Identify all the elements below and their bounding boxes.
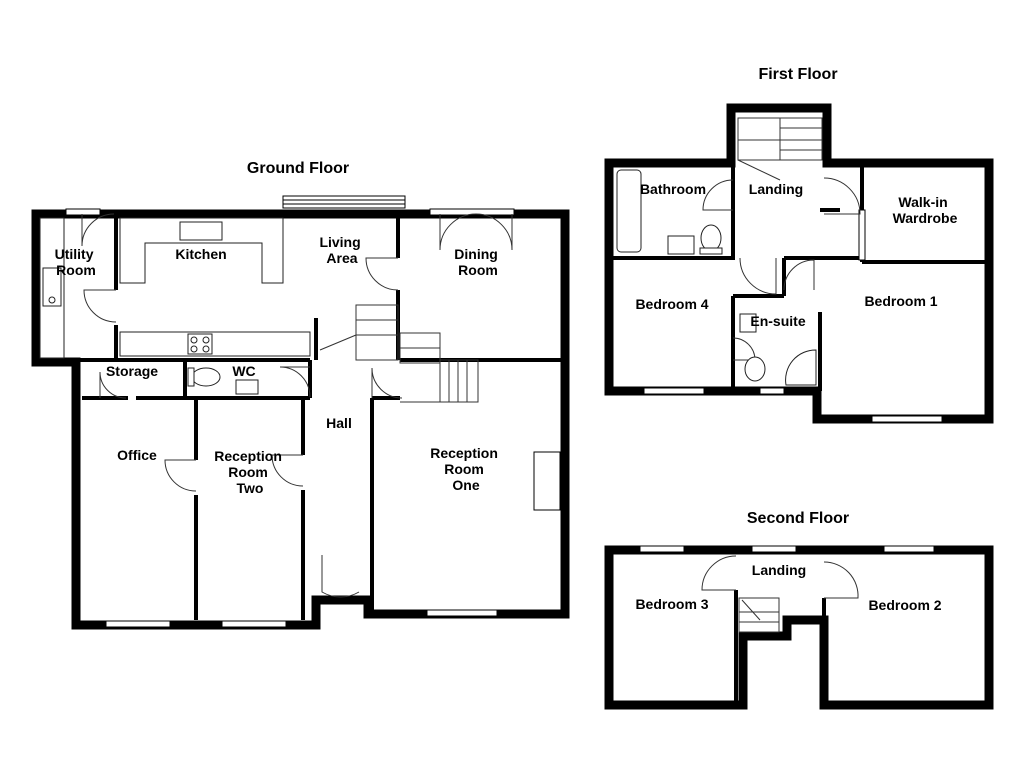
- ground-floor-windows: [65, 195, 561, 628]
- second-floor-plan: Second Floor Landing Bedroom 3: [604, 510, 994, 710]
- first-floor-title: First Floor: [758, 66, 837, 83]
- kitchen-worktop: [119, 217, 284, 284]
- utility-sink-icon: [42, 267, 62, 307]
- kitchen-label: Kitchen: [175, 246, 226, 262]
- ground-floor-stairs: [319, 304, 479, 403]
- walk-in-wardrobe-label: Walk-in Wardrobe: [893, 194, 958, 226]
- ground-floor-title: Ground Floor: [247, 160, 349, 177]
- wc-toilet-icon: [191, 367, 221, 387]
- wc-label: WC: [232, 363, 255, 379]
- bathroom-toilet-icon: [700, 224, 722, 252]
- second-floor-outer-wall: [604, 545, 994, 710]
- bedroom-1-label: Bedroom 1: [864, 293, 937, 309]
- first-floor-room-labels: Bathroom Landing Walk-in Wardrobe Bedroo…: [635, 181, 957, 329]
- shower-icon: [785, 349, 817, 386]
- second-landing-label: Landing: [752, 562, 806, 578]
- ground-floor-plan: Ground Floor: [31, 160, 570, 630]
- office-label: Office: [117, 447, 157, 463]
- ground-floor-doors: [81, 213, 513, 598]
- first-floor-fixtures: [616, 169, 817, 386]
- reception-room-one-label: Reception Room One: [430, 445, 502, 493]
- bathtub-icon: [616, 169, 642, 253]
- second-floor-doors: [701, 555, 859, 599]
- bathroom-label: Bathroom: [640, 181, 706, 197]
- first-floor-plan: First Floor: [604, 66, 994, 424]
- second-floor-title: Second Floor: [747, 510, 849, 527]
- ensuite-toilet-icon: [744, 356, 766, 382]
- kitchen-sink-icon: [179, 221, 223, 241]
- bedroom-4-label: Bedroom 4: [635, 296, 708, 312]
- living-area-label: Living Area: [319, 234, 364, 266]
- bedroom-3-label: Bedroom 3: [635, 596, 708, 612]
- bedroom-2-label: Bedroom 2: [868, 597, 941, 613]
- first-floor-outer-wall: [604, 103, 994, 424]
- second-floor-windows: [639, 545, 935, 553]
- ground-floor-room-labels: Utility Room Kitchen Living Area Dining …: [55, 234, 502, 496]
- storage-label: Storage: [106, 363, 158, 379]
- dining-room-label: Dining Room: [454, 246, 501, 278]
- first-floor-stairs: [737, 117, 823, 181]
- second-floor-internal-walls: [734, 590, 826, 705]
- ground-floor-fixtures: [39, 217, 311, 395]
- utility-room-label: Utility Room: [55, 246, 98, 278]
- en-suite-label: En-suite: [750, 313, 805, 329]
- bathroom-basin-icon: [667, 235, 695, 255]
- second-floor-room-labels: Landing Bedroom 3 Bedroom 2: [635, 562, 941, 613]
- reception-room-two-label: Reception Room Two: [214, 448, 286, 496]
- first-landing-label: Landing: [749, 181, 803, 197]
- ensuite-basin-icon: [739, 313, 757, 333]
- hall-label: Hall: [326, 415, 352, 431]
- wc-basin-icon: [235, 379, 259, 395]
- first-floor-windows: [643, 209, 943, 423]
- first-floor-doors: [702, 177, 861, 361]
- ground-floor-internal-walls: [36, 214, 565, 620]
- kitchen-counter: [119, 331, 311, 357]
- second-floor-stairs: [738, 597, 780, 633]
